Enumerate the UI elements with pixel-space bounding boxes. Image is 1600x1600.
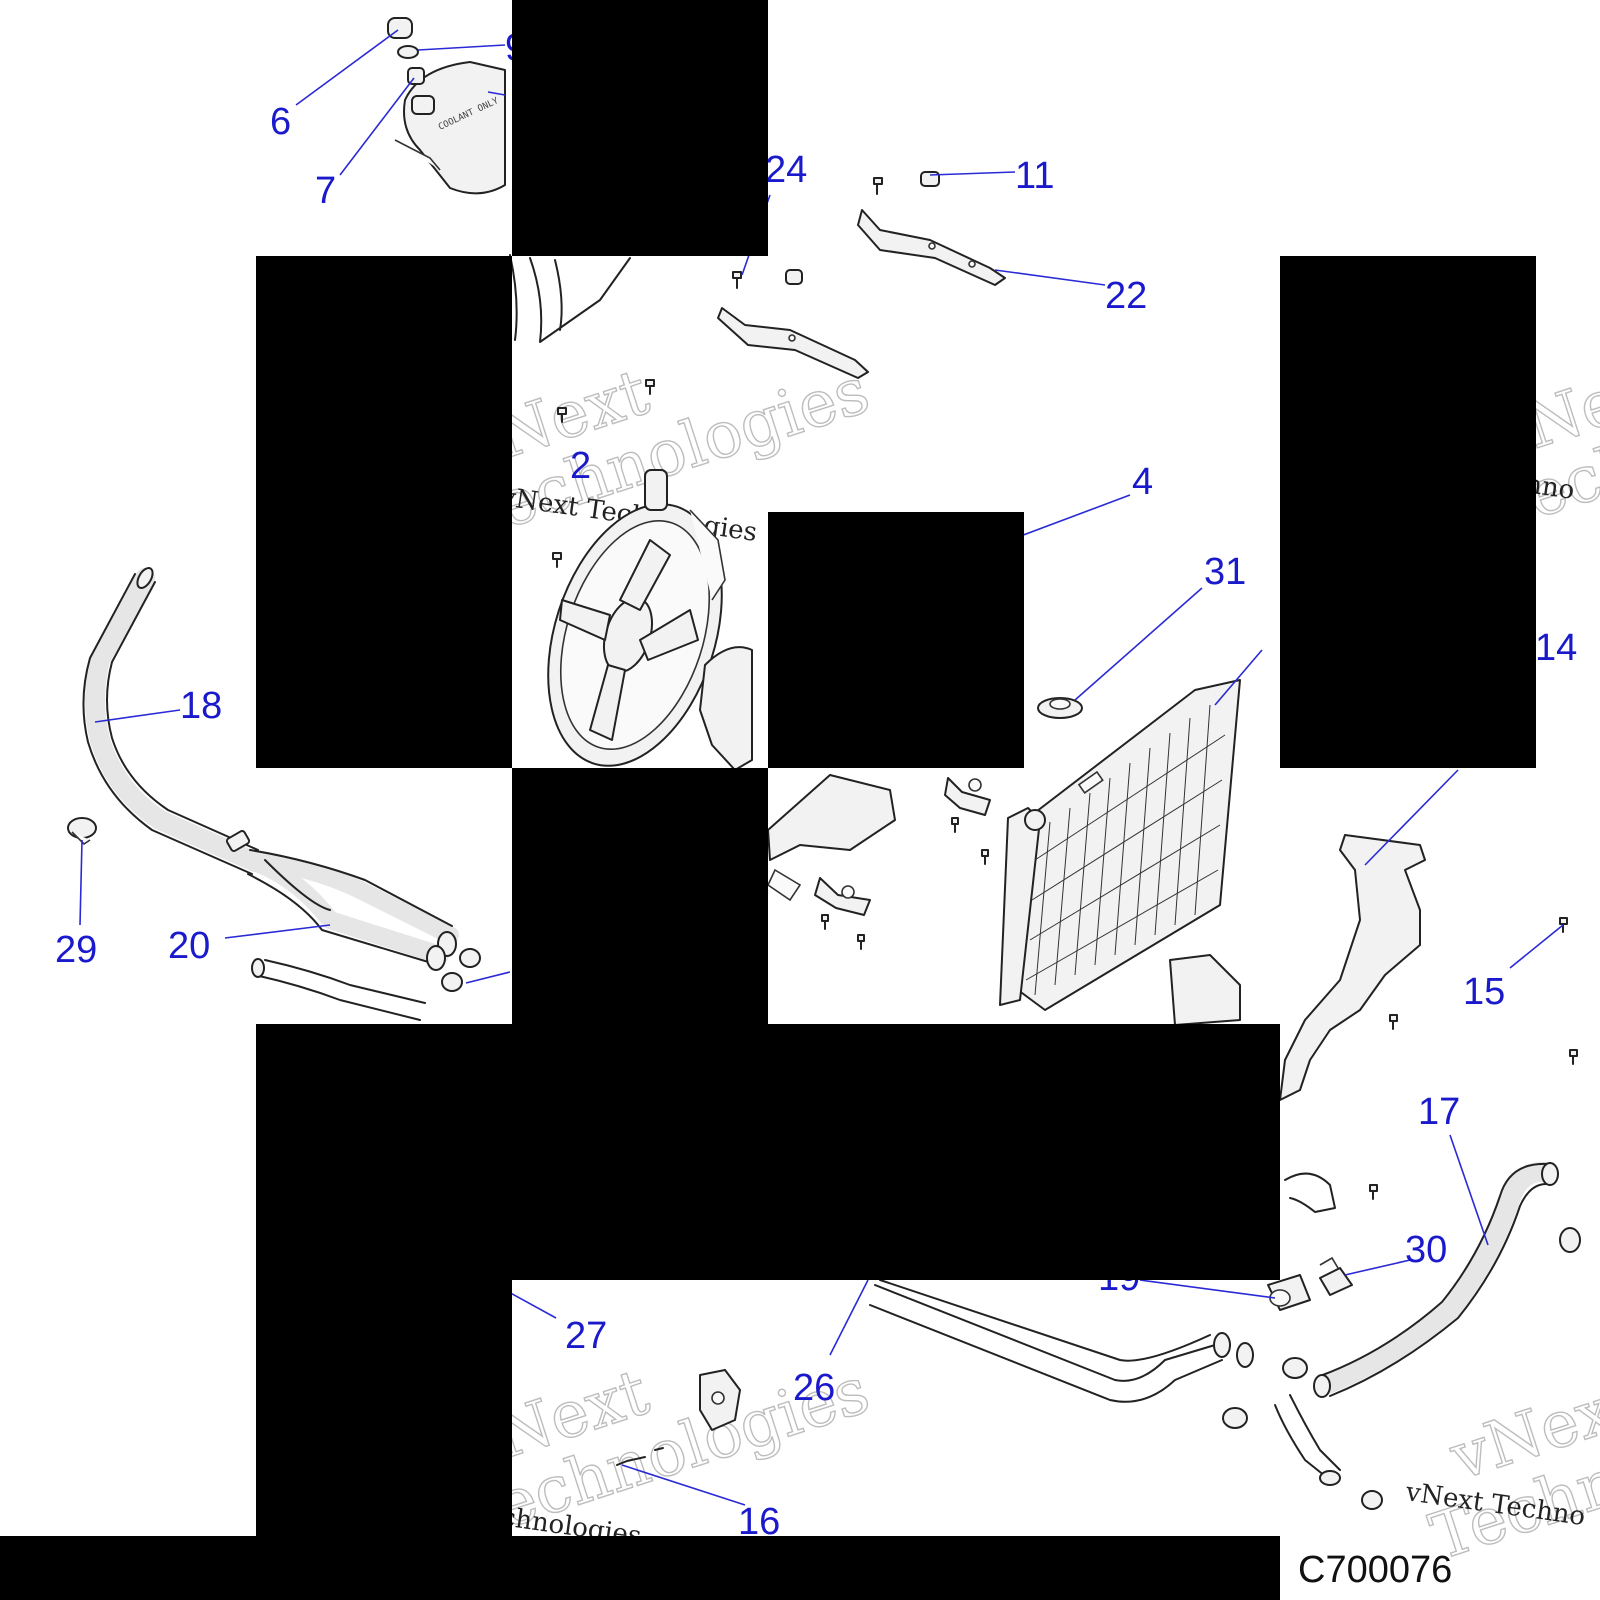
callout-14: 14 (1535, 627, 1577, 669)
return-pipe (869, 1279, 1254, 1403)
elbow-hose (1274, 1172, 1341, 1486)
redaction-block (1280, 256, 1536, 768)
callout-11: 11 (1015, 155, 1054, 197)
hose-coupler-19 (1267, 1274, 1311, 1311)
redaction-block (768, 512, 1024, 768)
hose-clamp-left (67, 817, 97, 846)
hose-coupler-30 (1319, 1256, 1353, 1296)
redaction-blocks (0, 0, 1536, 1600)
callout-27: 27 (565, 1315, 607, 1357)
redaction-block (0, 1536, 1280, 1600)
clamp-pair (441, 948, 481, 992)
callout-6: 6 (270, 101, 291, 143)
shroud-upper-partial (509, 254, 631, 343)
air-duct (1279, 834, 1426, 1101)
bracket-mid-left (814, 877, 871, 950)
radiator-core-fins (1025, 704, 1226, 996)
radiator (999, 679, 1241, 1011)
callout-22: 22 (1105, 275, 1147, 317)
redaction-block (256, 256, 512, 768)
coolant-reservoir: COOLANT ONLY (394, 61, 506, 195)
clamp-group-bottom (1222, 1227, 1581, 1510)
bushing-lower (785, 269, 803, 285)
y-pipe (225, 830, 459, 971)
callout-4: 4 (1132, 461, 1153, 503)
lower-pipe-left-partial (251, 958, 426, 1021)
callout-17: 17 (1418, 1091, 1460, 1133)
radiator-cap (1037, 697, 1083, 719)
callout-18: 18 (180, 685, 222, 727)
drawing-code: C700076 (1298, 1549, 1452, 1591)
redaction-block (256, 1280, 512, 1536)
shroud-lower-partial (766, 774, 896, 902)
redaction-block (512, 0, 768, 256)
callout-labels: 6 7 9 24 11 22 2 4 31 14 18 29 20 15 17 … (55, 27, 1577, 1543)
bracket-mid-right (944, 777, 991, 865)
redaction-block (512, 768, 768, 1024)
cooling-fan-assembly (547, 469, 726, 767)
screw-pair (616, 1447, 664, 1466)
thermostat-housing (699, 1369, 741, 1431)
callout-24: 24 (765, 149, 807, 191)
upper-hose (82, 567, 265, 875)
callout-31: 31 (1204, 551, 1246, 593)
callout-15: 15 (1463, 971, 1505, 1013)
bolt-small-group (552, 177, 883, 568)
fan-shroud (699, 646, 753, 771)
callout-30: 30 (1405, 1229, 1447, 1271)
callout-7: 7 (315, 170, 336, 212)
radiator-support-bracket (1169, 954, 1241, 1026)
mount-bracket-lower (717, 307, 869, 379)
redaction-block (256, 1024, 1280, 1280)
callout-29: 29 (55, 929, 97, 971)
callout-2: 2 (570, 445, 591, 487)
callout-20: 20 (168, 925, 210, 967)
callout-26: 26 (793, 1367, 835, 1409)
reservoir-gasket (397, 45, 419, 59)
lower-hose-right (1313, 1161, 1559, 1398)
mount-bracket-upper (857, 209, 1006, 286)
